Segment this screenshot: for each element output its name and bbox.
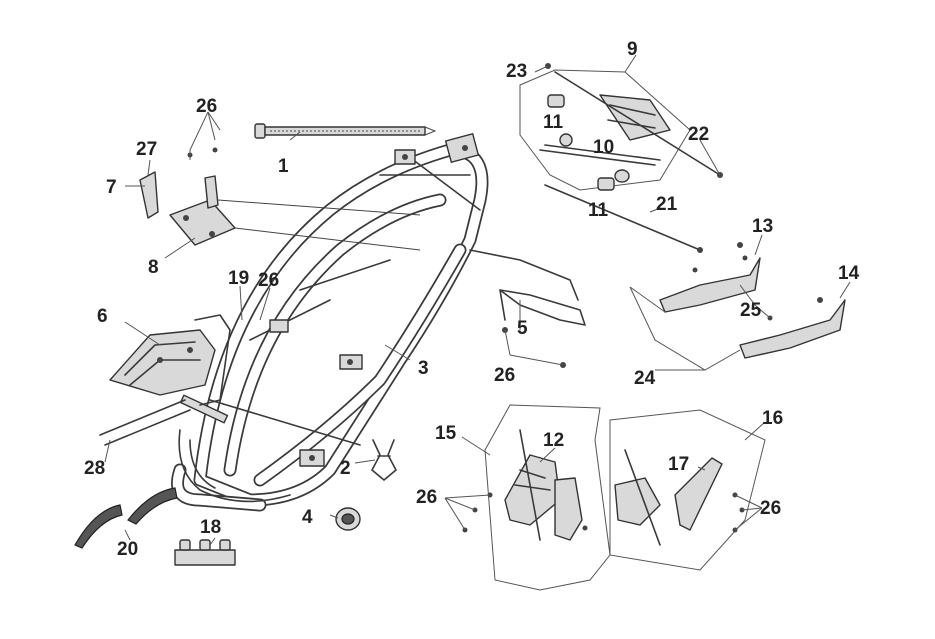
callout-23: 23 (506, 61, 527, 82)
callout-16: 16 (762, 408, 783, 429)
callout-13: 13 (752, 216, 773, 237)
callout-26-right-panel: 26 (760, 498, 781, 519)
callout-15: 15 (435, 423, 457, 444)
callout-6: 6 (97, 306, 108, 327)
callout-20: 20 (117, 539, 138, 560)
callout-9: 9 (627, 39, 638, 60)
callout-21: 21 (656, 194, 678, 215)
main-frame (171, 133, 489, 512)
callout-1: 1 (278, 156, 289, 177)
callout-24: 24 (634, 368, 656, 389)
rod-28 (99, 399, 191, 446)
side-guards (74, 487, 178, 549)
frame-clip (371, 439, 397, 481)
callout-17: 17 (668, 454, 689, 475)
callout-10: 10 (593, 137, 614, 158)
leader-lines (104, 54, 851, 546)
callout-7: 7 (106, 177, 117, 198)
callout-2: 2 (340, 458, 351, 479)
callout-11b: 11 (588, 200, 609, 221)
seat-latch-group (519, 69, 691, 191)
bracket-pair-leader-24 (629, 286, 741, 371)
callout-26-left-panel: 26 (416, 487, 437, 508)
long-bolt-21 (544, 184, 703, 253)
callout-26-top: 26 (196, 96, 217, 117)
front-bracket (469, 249, 586, 368)
callout-27: 27 (136, 139, 157, 160)
callout-26-mid: 26 (258, 270, 279, 291)
callout-12: 12 (543, 430, 564, 451)
callout-11a: 11 (543, 112, 564, 133)
callout-5: 5 (517, 318, 528, 339)
callout-3: 3 (418, 358, 429, 379)
callout-22: 22 (688, 124, 709, 145)
callout-19: 19 (228, 268, 249, 289)
callout-26-front: 26 (494, 365, 515, 386)
callout-labels: 1 2 3 4 5 6 7 8 9 10 11 11 12 13 14 15 1… (84, 39, 860, 560)
connector-strip (174, 539, 236, 566)
callout-14: 14 (838, 263, 860, 284)
small-bracket (139, 171, 159, 219)
bracket-13 (659, 242, 761, 313)
callout-28: 28 (84, 458, 105, 479)
footrest-left-panel-15 (462, 404, 611, 591)
mounting-plate (169, 147, 421, 251)
callout-4: 4 (302, 507, 313, 528)
rear-bracket-assembly (109, 314, 231, 406)
cable-tie (254, 123, 437, 139)
footrest-right-panel-16 (609, 409, 766, 571)
cap-plug (335, 507, 361, 531)
callout-8: 8 (148, 257, 159, 278)
callout-25: 25 (740, 300, 762, 321)
callout-18: 18 (200, 517, 221, 538)
